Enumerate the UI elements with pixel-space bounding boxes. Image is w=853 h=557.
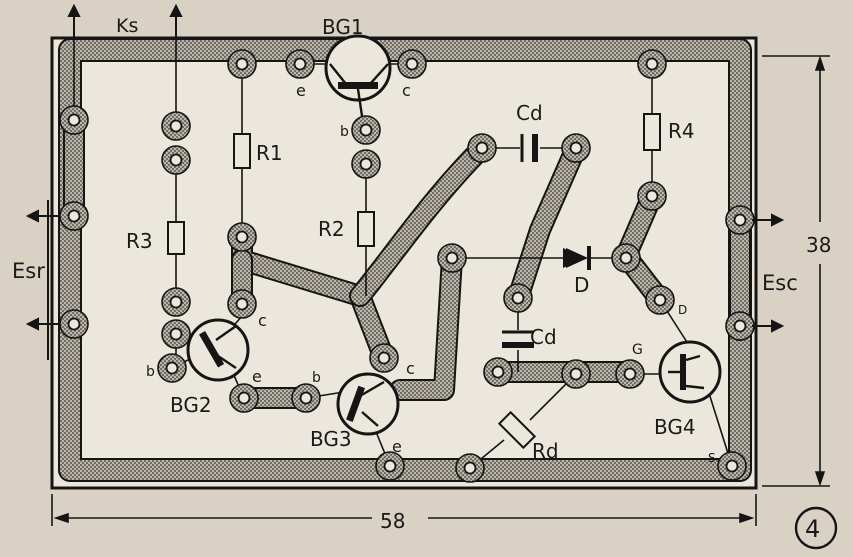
solder-pad-hole (169, 327, 183, 341)
esr-arrow-bottom-icon (25, 317, 39, 331)
solder-pad-hole (67, 209, 81, 223)
solder-pad-hole (569, 141, 583, 155)
solder-pad-hole (165, 361, 179, 375)
resistor-r4 (643, 113, 661, 151)
dim-arrow-right-icon (739, 512, 755, 524)
label-r1: R1 (256, 141, 283, 165)
label-ks: Ks (116, 15, 138, 37)
capacitor-cd-mid (502, 330, 534, 348)
dim-arrow-down-icon (814, 471, 826, 487)
solder-pad-hole (405, 57, 419, 71)
label-esc: Esc (762, 271, 798, 295)
label-r4: R4 (668, 119, 695, 143)
dimension-height: 38 (806, 233, 831, 257)
label-bg3: BG3 (310, 427, 352, 451)
solder-pad-hole (67, 113, 81, 127)
transistor-bg4 (658, 340, 722, 404)
label-esr: Esr (12, 259, 45, 283)
solder-pad-hole (237, 391, 251, 405)
figure-number: 4 (805, 515, 820, 543)
solder-pad-hole (569, 367, 583, 381)
dim-arrow-up-icon (814, 55, 826, 71)
label-cd-mid: Cd (530, 325, 557, 349)
solder-pad-hole (235, 230, 249, 244)
label-bg2-b: b (146, 364, 155, 380)
ks-arrow-left-icon (67, 3, 81, 17)
transistors (186, 34, 722, 436)
resistor-r2 (357, 211, 375, 247)
label-cd-top: Cd (516, 101, 543, 125)
transistor-bg3 (336, 372, 400, 436)
label-bg3-b: b (312, 370, 321, 386)
label-bg2: BG2 (170, 393, 212, 417)
solder-pad-hole (169, 119, 183, 133)
solder-pad-hole (299, 391, 313, 405)
solder-pads (59, 49, 755, 483)
ks-arrow-right-icon (169, 3, 183, 17)
label-bg1-b: b (340, 124, 349, 140)
label-bg4: BG4 (654, 415, 696, 439)
solder-pad-hole (511, 291, 525, 305)
solder-pad-hole (619, 251, 633, 265)
label-bg1-c: c (402, 81, 411, 100)
solder-pad-hole (733, 319, 747, 333)
solder-pad-hole (445, 251, 459, 265)
solder-pad-hole (475, 141, 489, 155)
solder-pad-hole (169, 153, 183, 167)
label-bg1: BG1 (322, 15, 364, 39)
transistor-bg2 (186, 318, 250, 382)
solder-pad-hole (725, 459, 739, 473)
diode-d (563, 246, 591, 270)
capacitors (502, 134, 538, 348)
label-r2: R2 (318, 217, 345, 241)
capacitor-cd-top (520, 134, 538, 162)
figure-number-circle (794, 506, 838, 550)
label-bg2-e: e (252, 367, 262, 386)
esc-arrow-bottom-icon (771, 319, 785, 333)
label-bg3-c: c (406, 359, 415, 378)
resistor-r3 (167, 221, 185, 255)
label-bg4-g: G (632, 342, 643, 358)
solder-pad-hole (359, 123, 373, 137)
transistor-bg1 (324, 34, 392, 117)
label-bg4-s: S (708, 451, 716, 465)
solder-pad-hole (645, 57, 659, 71)
label-bg1-e: e (296, 81, 306, 100)
solder-pad-hole (67, 317, 81, 331)
resistor-rd (497, 410, 537, 450)
solder-pad-hole (623, 367, 637, 381)
solder-pad-hole (235, 297, 249, 311)
label-diode: D (574, 273, 589, 297)
dimension-lines (51, 55, 830, 526)
solder-pad-hole (383, 459, 397, 473)
resistors (167, 113, 661, 450)
label-bg2-c: c (258, 311, 267, 330)
text-labels: Ks BG1 e c b R1 R2 R3 R4 Cd Cd D Rd Esr … (12, 15, 831, 543)
solder-pad-hole (463, 461, 477, 475)
solder-pad-hole (491, 365, 505, 379)
dim-arrow-left-icon (53, 512, 69, 524)
solder-pad-hole (645, 189, 659, 203)
label-r3: R3 (126, 229, 153, 253)
resistor-r1 (233, 133, 251, 169)
solder-pad-hole (377, 351, 391, 365)
solder-pad-hole (733, 213, 747, 227)
solder-pad-hole (235, 57, 249, 71)
solder-pad-hole (653, 293, 667, 307)
solder-pad-hole (293, 57, 307, 71)
esr-arrow-top-icon (25, 209, 39, 223)
label-rd: Rd (532, 439, 559, 463)
solder-pad-hole (359, 157, 373, 171)
esc-arrow-top-icon (771, 213, 785, 227)
solder-pad-hole (169, 295, 183, 309)
label-bg3-e: e (392, 437, 402, 456)
label-bg4-d: D (678, 303, 687, 317)
dimension-width: 58 (380, 509, 405, 533)
board-outline (50, 36, 758, 490)
